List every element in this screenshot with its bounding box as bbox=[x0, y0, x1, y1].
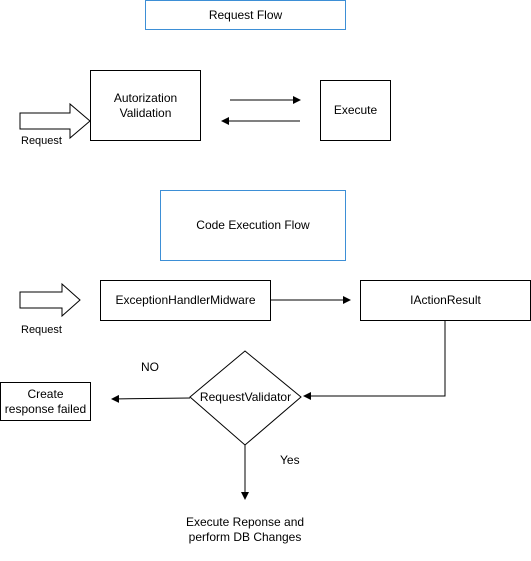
iaction-result-node: IActionResult bbox=[360, 280, 531, 321]
exception-handler-node: ExceptionHandlerMidware bbox=[100, 280, 271, 321]
request-validator-text: RequestValidator bbox=[199, 390, 292, 404]
authorization-validation-node: Autorization Validation bbox=[90, 70, 201, 141]
code-execution-flow-title: Code Execution Flow bbox=[160, 190, 346, 261]
request-input-arrow-2 bbox=[19, 282, 81, 318]
execute-node: Execute bbox=[320, 80, 391, 141]
authorization-validation-text-1: Autorization bbox=[113, 90, 178, 105]
yes-edge-label: Yes bbox=[280, 453, 300, 467]
code-execution-flow-title-text: Code Execution Flow bbox=[196, 218, 310, 232]
request-label-2: Request bbox=[21, 324, 62, 336]
execute-response-node: Execute Reponse and perform DB Changes bbox=[165, 515, 325, 545]
authorization-validation-text-2: Validation bbox=[119, 105, 172, 120]
request-label-1: Request bbox=[21, 135, 62, 147]
request-validator-label: RequestValidator bbox=[190, 390, 301, 405]
no-edge-label: NO bbox=[141, 360, 159, 374]
create-response-failed-text-2: response failed bbox=[4, 401, 87, 416]
request-validator-diamond bbox=[189, 350, 302, 446]
execute-response-text-1: Execute Reponse and bbox=[185, 515, 305, 529]
arrow-iaction-to-validator bbox=[303, 320, 446, 400]
arrow-validator-to-failed bbox=[111, 394, 191, 403]
request-flow-title: Request Flow bbox=[145, 0, 346, 30]
execute-text: Execute bbox=[333, 103, 378, 117]
execute-response-text-2: perform DB Changes bbox=[188, 530, 302, 544]
request-flow-title-text: Request Flow bbox=[208, 7, 283, 22]
iaction-result-text: IActionResult bbox=[410, 293, 481, 307]
create-response-failed-node: Create response failed bbox=[0, 382, 91, 421]
create-response-failed-text-1: Create bbox=[27, 386, 64, 401]
exception-handler-text: ExceptionHandlerMidware bbox=[115, 293, 256, 307]
request-input-arrow-1 bbox=[19, 102, 91, 140]
